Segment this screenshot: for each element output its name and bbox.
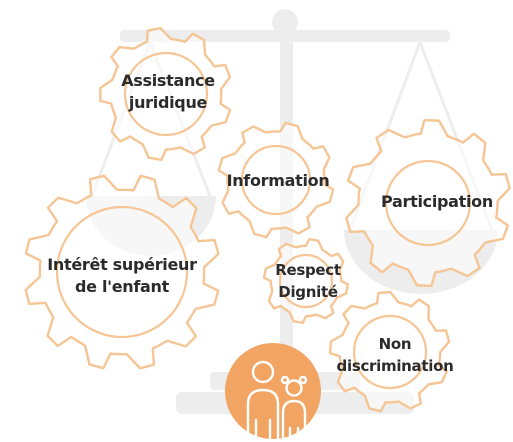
gear-assistance [99, 27, 232, 162]
gear-label-participation: Participation [381, 192, 493, 211]
gear-interet [24, 174, 220, 370]
gear-label-assistance: Assistance juridique [121, 71, 215, 112]
gear-outline [345, 118, 511, 288]
gear-hub [384, 159, 472, 247]
gear-hub [55, 205, 189, 339]
gear-label-information: Information [226, 171, 330, 190]
gear-respect [262, 237, 350, 325]
gear-non-discrimination [328, 290, 451, 413]
gear-information [217, 121, 335, 239]
children-icon [225, 343, 321, 442]
gear-hub [352, 314, 428, 390]
gear-outline [262, 237, 350, 325]
gear-hub [278, 253, 334, 309]
gear-outline [328, 290, 451, 413]
gear-hub [123, 51, 209, 137]
gear-outline [99, 27, 232, 162]
gear-label-interet: Intérêt supérieur de l'enfant [47, 255, 197, 296]
gear-participation [345, 118, 511, 288]
gear-label-respect: Respect Dignité [275, 261, 341, 301]
gear-hub [240, 144, 312, 216]
gear-label-non-discrimination: Non discrimination [336, 335, 454, 375]
gear-outline [24, 174, 220, 370]
gear-outline [217, 121, 335, 239]
